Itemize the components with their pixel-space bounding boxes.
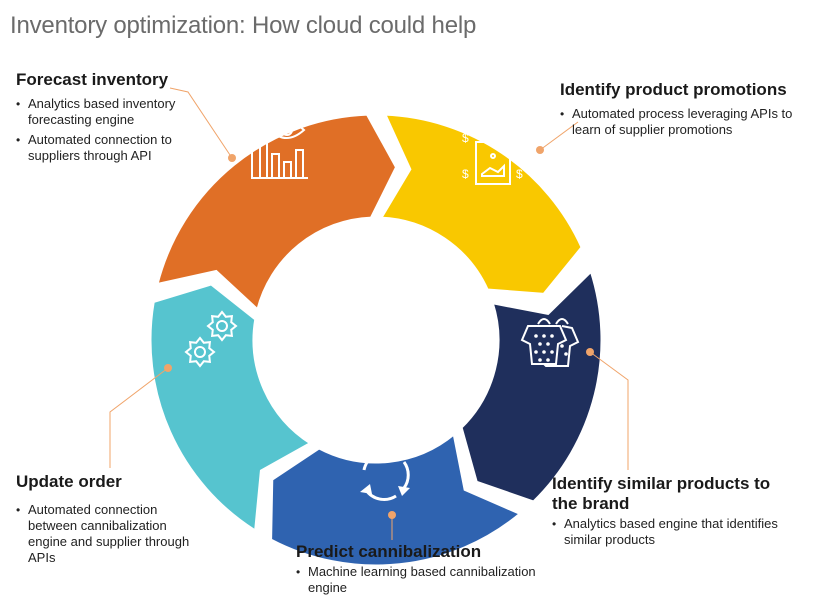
update-order-heading: Update order <box>16 472 122 491</box>
page-title: Inventory optimization: How cloud could … <box>10 12 477 39</box>
promotions-leader-dot <box>536 146 544 154</box>
forecast-leader-line <box>169 87 233 159</box>
forecast-leader-dot <box>228 154 236 162</box>
cannibalization-bullet-1: Machine learning based cannibalization e… <box>296 564 556 596</box>
polka-dot <box>560 344 564 348</box>
forecast-inventory-heading: Forecast inventory <box>16 70 169 89</box>
gears-icon <box>184 310 238 368</box>
segment-promotions <box>378 112 584 296</box>
segment-cannibalization <box>269 430 524 568</box>
polka-dot <box>538 342 542 346</box>
polka-dot <box>550 350 554 354</box>
identify-promotions-block: Identify product promotions Automated pr… <box>560 80 810 142</box>
polka-dot <box>534 350 538 354</box>
dollar-sign-icon: $ <box>462 167 469 181</box>
promotions-bullet-1: Automated process leveraging APIs to lea… <box>560 106 810 138</box>
similar-bullet-1: Analytics based engine that identifies s… <box>552 516 782 548</box>
predict-cannibalization-heading: Predict cannibalization <box>296 542 482 561</box>
polka-dot <box>546 358 550 362</box>
polka-dot <box>550 334 554 338</box>
polka-dot <box>538 358 542 362</box>
segment-similar <box>459 268 604 504</box>
update-order-block: Update order Automated connection betwee… <box>16 472 206 570</box>
gear-icon <box>206 310 238 342</box>
dollar-sign-icon: $ <box>516 131 523 145</box>
similar-leader-dot <box>586 348 594 356</box>
update-leader-line <box>109 367 169 468</box>
dollar-sign-icon: $ <box>516 167 523 181</box>
forecast-bullet-2: Automated connection to suppliers throug… <box>16 132 191 164</box>
polka-dot <box>534 334 538 338</box>
polka-dot <box>542 350 546 354</box>
predict-cannibalization-block: Predict cannibalization Machine learning… <box>296 542 556 600</box>
bar-chart-eye-icon <box>251 118 308 179</box>
segment-forecast <box>154 112 399 313</box>
identify-promotions-heading: Identify product promotions <box>560 80 787 99</box>
shopping-bag-dollar-icon: $ $ $ $ <box>462 128 523 185</box>
polka-dot <box>564 352 568 356</box>
identify-similar-heading: Identify similar products to the brand <box>552 474 771 513</box>
polka-dot <box>542 334 546 338</box>
similar-leader-line <box>589 351 629 470</box>
forecast-bullet-1: Analytics based inventory forecasting en… <box>16 96 191 128</box>
refresh-cycle-icon <box>360 448 410 501</box>
gear-icon <box>184 336 216 368</box>
forecast-inventory-block: Forecast inventory Analytics based inven… <box>16 70 191 168</box>
update-bullet-1: Automated connection between cannibaliza… <box>16 502 206 566</box>
update-leader-dot <box>164 364 172 372</box>
identify-similar-block: Identify similar products to the brand A… <box>552 474 782 552</box>
shirts-on-hangers-icon <box>520 318 580 367</box>
dollar-sign-icon: $ <box>462 131 469 145</box>
cannibalization-leader-dot <box>388 511 396 519</box>
polka-dot <box>546 342 550 346</box>
